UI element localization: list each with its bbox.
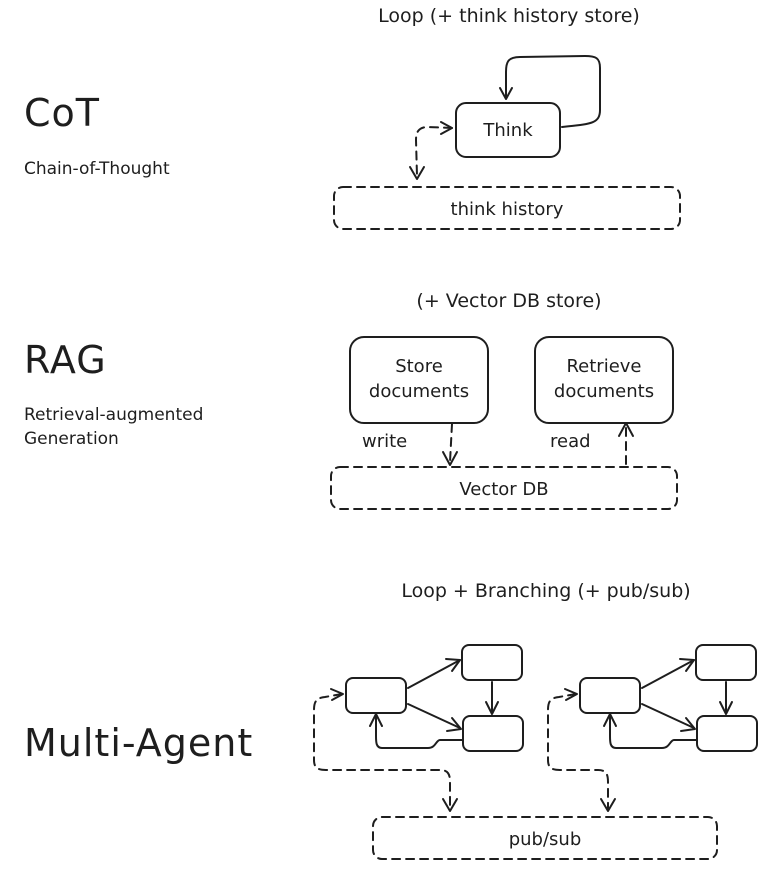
think-history-store bbox=[333, 186, 681, 230]
pubsub-bus bbox=[372, 816, 718, 860]
pubsub-arrowhead-left-up bbox=[330, 688, 344, 701]
think-history-label: think history bbox=[451, 199, 564, 220]
agent-node-right-top bbox=[695, 644, 757, 681]
think-loop-arrow bbox=[505, 55, 601, 128]
rag-subtitle-line2: Generation bbox=[24, 429, 119, 449]
retrieve-documents-line2: documents bbox=[554, 381, 654, 402]
pubsub-link-right bbox=[547, 693, 609, 809]
agent-node-left-top bbox=[461, 644, 523, 681]
multi-agent-caption: Loop + Branching (+ pub/sub) bbox=[401, 580, 690, 602]
agent-cluster-right bbox=[579, 644, 758, 752]
agent-node-right-main bbox=[579, 677, 641, 714]
write-label: write bbox=[362, 431, 407, 452]
rag-caption: (+ Vector DB store) bbox=[416, 290, 601, 312]
arrowhead-left-main-bottom bbox=[446, 717, 462, 732]
write-arrowhead bbox=[442, 451, 458, 466]
cot-subtitle: Chain-of-Thought bbox=[24, 159, 170, 179]
write-arrow bbox=[449, 423, 453, 463]
think-loop-arrowhead bbox=[499, 87, 513, 100]
think-box bbox=[455, 102, 561, 158]
pubsub-link-left bbox=[313, 693, 451, 809]
arrow-right-bottom-main bbox=[609, 715, 697, 749]
cot-title: CoT bbox=[24, 91, 100, 135]
arrow-right-main-top bbox=[641, 659, 695, 689]
agent-cluster-left bbox=[345, 644, 524, 752]
rag-title: RAG bbox=[24, 338, 107, 382]
think-history-link bbox=[415, 126, 453, 177]
agent-node-right-bottom bbox=[696, 715, 758, 752]
arrowhead-left-top-bottom bbox=[485, 701, 499, 715]
think-history-arrowhead-up bbox=[440, 121, 453, 135]
vector-db-label: Vector DB bbox=[459, 479, 548, 500]
think-history-arrowhead-down bbox=[409, 166, 425, 180]
store-documents-box bbox=[349, 336, 489, 424]
pubsub-label: pub/sub bbox=[509, 829, 582, 850]
arrowhead-left-main-top bbox=[445, 658, 461, 672]
pubsub-arrowhead-left-down bbox=[442, 798, 458, 812]
think-box-label: Think bbox=[482, 120, 533, 141]
retrieve-documents-line1: Retrieve bbox=[566, 356, 641, 377]
pubsub-arrowhead-right-up bbox=[564, 688, 578, 701]
agent-node-left-bottom bbox=[462, 715, 524, 752]
read-label: read bbox=[550, 431, 591, 452]
agent-node-left-main bbox=[345, 677, 407, 714]
pubsub-arrowhead-right-down bbox=[600, 798, 616, 812]
arrowhead-right-top-bottom bbox=[719, 701, 733, 715]
arrowhead-right-main-bottom bbox=[680, 717, 696, 732]
retrieve-documents-box bbox=[534, 336, 674, 424]
arrow-left-main-top bbox=[407, 659, 461, 689]
vector-db-store bbox=[330, 466, 678, 510]
arrow-left-main-bottom bbox=[407, 703, 461, 729]
arrowhead-left-bottom-main bbox=[369, 713, 383, 727]
multi-agent-title: Multi-Agent bbox=[24, 721, 253, 765]
store-documents-line1: Store bbox=[395, 356, 443, 377]
cot-caption: Loop (+ think history store) bbox=[378, 5, 640, 27]
rag-subtitle-line1: Retrieval-augmented bbox=[24, 405, 203, 425]
read-arrowhead bbox=[618, 422, 634, 437]
arrow-right-main-bottom bbox=[641, 703, 695, 729]
arrow-left-bottom-main bbox=[375, 715, 463, 749]
arrowhead-right-bottom-main bbox=[603, 713, 617, 727]
arrowhead-right-main-top bbox=[679, 658, 695, 672]
store-documents-line2: documents bbox=[369, 381, 469, 402]
